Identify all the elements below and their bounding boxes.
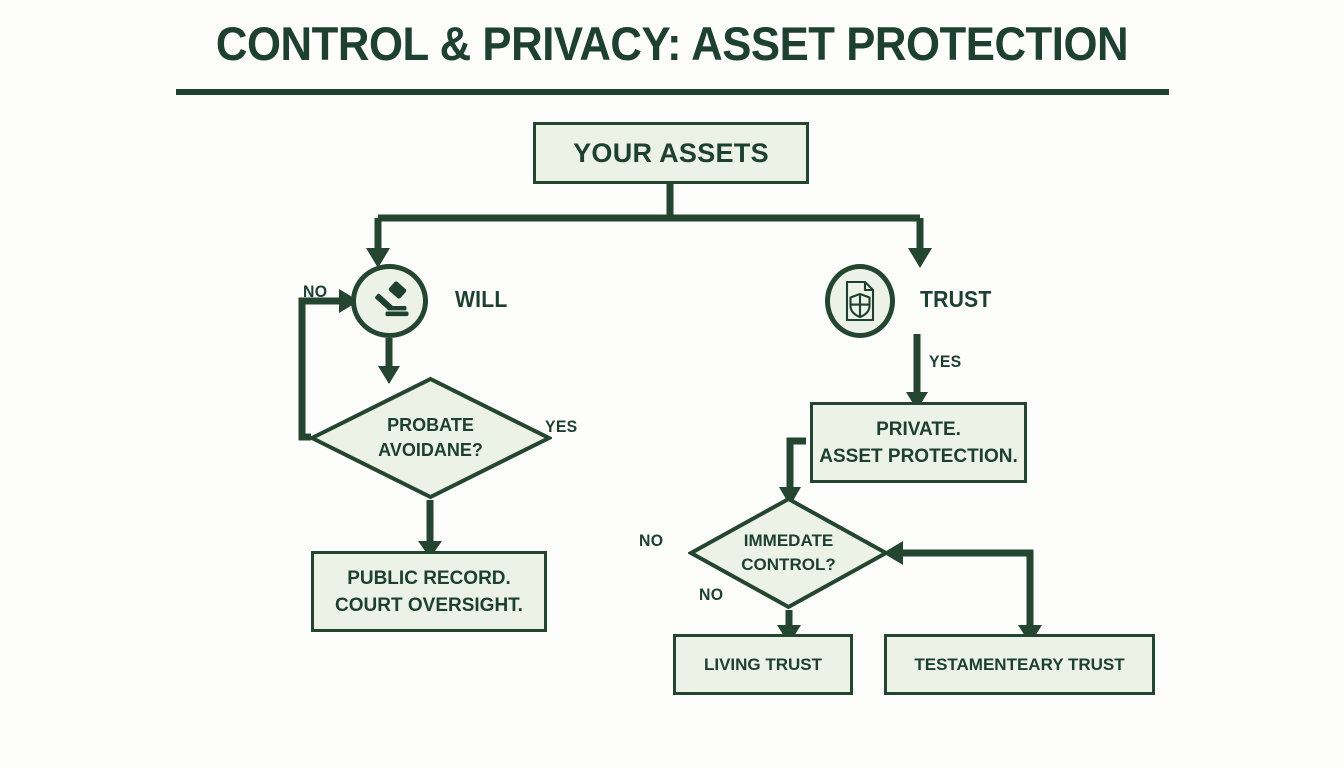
edge-label-yes-from-probate: YES [545,417,578,436]
node-your-assets[interactable]: YOUR ASSETS [533,122,809,184]
node-living-trust[interactable]: LIVING TRUST [673,634,853,695]
node-living-trust-label: LIVING TRUST [703,654,823,674]
node-your-assets-label: YOUR ASSETS [573,137,769,168]
node-public-record-line1: PUBLIC RECORD. [347,567,511,589]
diamond-shape [688,496,889,610]
page-title: CONTROL & PRIVACY: ASSET PROTECTION [215,17,1129,70]
gavel-icon [374,281,408,317]
edge-label-yes-from-trust: YES [929,352,962,371]
edge-label-no-below-control: NO [699,585,724,604]
edge-label-no-left-of-control: NO [639,531,664,550]
node-private-line2: ASSET PROTECTION. [819,445,1018,467]
diamond-shape [309,376,552,500]
node-trust-label: TRUST [920,286,992,312]
node-private-line1: PRIVATE. [876,418,961,440]
node-trust-icon-circle[interactable] [825,264,895,338]
node-private-asset-protection[interactable]: PRIVATE. ASSET PROTECTION. [810,402,1027,483]
node-will-label: WILL [455,286,508,312]
node-testamentary-trust-label: TESTAMENTEARY TRUST [914,654,1125,674]
node-public-record-line2: COURT OVERSIGHT. [335,594,523,616]
node-will-icon-circle[interactable] [351,264,428,338]
title-underline-rule [176,89,1169,95]
edge-label-no-to-will: NO [303,282,328,301]
node-public-record[interactable]: PUBLIC RECORD. COURT OVERSIGHT. [311,551,547,632]
node-testamentary-trust[interactable]: TESTAMENTEARY TRUST [884,634,1155,695]
document-shield-icon [845,280,875,322]
decision-probate-avoidance[interactable]: PROBATE AVOIDANE? [309,376,552,500]
